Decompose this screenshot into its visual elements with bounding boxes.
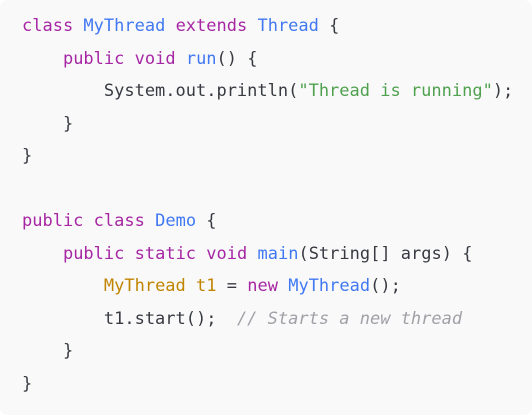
code-token-type: Demo: [155, 211, 197, 231]
code-token-plain: [165, 16, 175, 36]
code-token-plain: }: [22, 146, 33, 166]
code-line: MyThread t1 = new MyThread();: [22, 270, 532, 303]
code-token-fn: run: [185, 48, 217, 69]
code-token-kw: void: [206, 243, 248, 264]
code-token-kw: public: [62, 243, 125, 264]
code-token-plain: [22, 244, 63, 264]
code-token-kw: new: [247, 276, 278, 296]
code-token-plain: }: [22, 341, 74, 361]
code-line: [22, 173, 532, 206]
code-line: System.out.println("Thread is running");: [22, 75, 532, 108]
code-token-kw: class: [22, 16, 84, 36]
code-token-plain: [22, 49, 63, 69]
code-line: public class Demo {: [22, 205, 532, 238]
code-token-var: t1: [196, 276, 217, 296]
code-token-plain: [247, 244, 257, 264]
code-token-plain: [196, 244, 206, 264]
code-token-plain: (String[] args) {: [298, 243, 473, 264]
code-token-plain: [247, 16, 257, 36]
code-line: }: [22, 335, 532, 368]
code-token-plain: [186, 276, 196, 296]
code-token-plain: }: [22, 113, 74, 134]
code-token-plain: [278, 276, 288, 296]
code-token-kw: public: [62, 48, 125, 69]
code-token-cmt: // Starts a new thread: [236, 308, 463, 329]
code-token-plain: [83, 211, 93, 231]
code-token-plain: () {: [216, 48, 258, 69]
code-line: class MyThread extends Thread {: [22, 10, 532, 43]
code-token-plain: [124, 49, 134, 69]
code-token-kw: static: [134, 243, 197, 264]
code-token-kw: void: [134, 48, 176, 69]
code-token-plain: {: [318, 16, 340, 36]
code-token-plain: [124, 244, 134, 264]
code-token-plain: [176, 49, 186, 69]
code-token-plain: =: [216, 276, 248, 296]
code-token-kw: extends: [175, 16, 248, 36]
code-token-plain: }: [22, 373, 33, 394]
code-line: public static void main(String[] args) {: [22, 238, 532, 271]
code-token-plain: {: [196, 211, 217, 231]
code-token-plain: System.out.println(: [22, 81, 299, 101]
code-token-kw: public: [22, 211, 84, 231]
code-line: t1.start(); // Starts a new thread: [22, 303, 532, 336]
code-token-plain: ();: [370, 276, 401, 296]
code-line: }: [22, 108, 532, 141]
code-line: public void run() {: [22, 43, 532, 76]
code-token-str: "Thread is running": [298, 81, 493, 101]
code-token-plain: [22, 276, 104, 296]
code-token-type: MyThread: [83, 16, 166, 36]
code-token-kw: class: [93, 211, 145, 231]
code-token-plain: t1.start();: [22, 308, 237, 329]
code-line: }: [22, 368, 532, 401]
code-line: }: [22, 140, 532, 173]
code-token-var: MyThread: [103, 276, 186, 296]
code-token-type: Thread: [257, 16, 319, 36]
code-token-plain: );: [492, 81, 514, 101]
code-token-type: MyThread: [288, 276, 371, 296]
code-token-plain: [145, 211, 155, 231]
code-token-fn: main: [257, 243, 299, 264]
